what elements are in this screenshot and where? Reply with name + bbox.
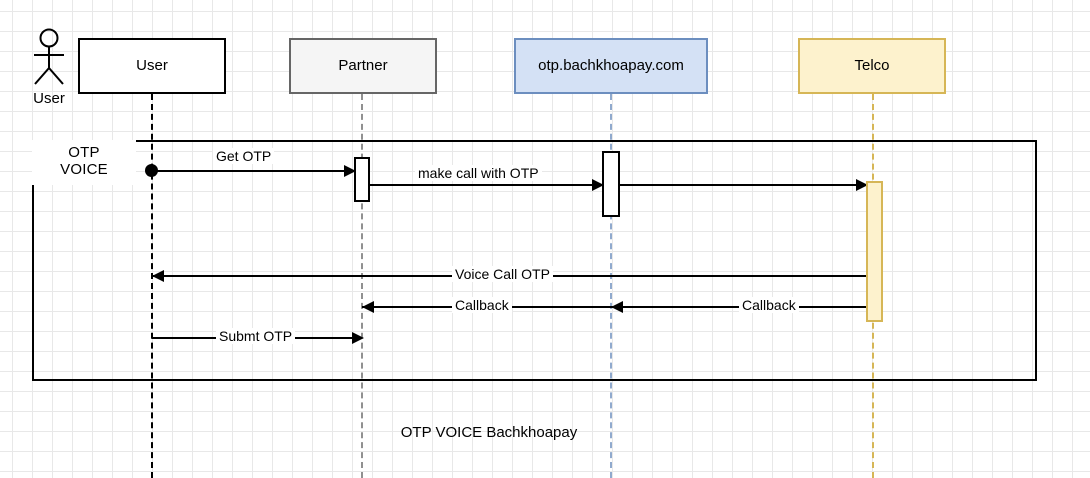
message-line-callback-telco-otp[interactable] — [611, 306, 866, 308]
arrow-head-get-otp — [344, 165, 356, 177]
lifeline-line-partner — [361, 94, 363, 478]
lifeline-header-partner[interactable]: Partner — [289, 38, 437, 94]
activation-bar-otp[interactable] — [602, 151, 620, 217]
lifeline-header-user[interactable]: User — [78, 38, 226, 94]
message-label-get-otp: Get OTP — [213, 148, 275, 164]
fragment-label-tab: OTP VOICE — [32, 140, 136, 185]
arrow-head-callback-telco-otp — [611, 301, 623, 313]
found-message-dot — [145, 164, 158, 177]
activation-bar-partner[interactable] — [354, 157, 370, 202]
lifeline-header-otp[interactable]: otp.bachkhoapay.com — [514, 38, 708, 94]
message-label-submt-otp: Submt OTP — [216, 328, 296, 344]
lifeline-line-otp — [610, 94, 612, 478]
diagram-caption: OTP VOICE Bachkhoapay — [400, 424, 578, 441]
message-line-voice-request[interactable] — [620, 184, 858, 186]
arrow-head-make-call-with-otp — [592, 179, 604, 191]
fragment-label-line1: OTP — [68, 144, 100, 161]
lifeline-label-partner: Partner — [338, 57, 388, 75]
lifeline-header-telco[interactable]: Telco — [798, 38, 946, 94]
lifeline-label-user: User — [136, 57, 168, 75]
lifeline-label-otp: otp.bachkhoapay.com — [538, 57, 684, 75]
stick-figure-actor-icon — [34, 28, 64, 85]
message-line-get-otp[interactable] — [152, 170, 346, 172]
message-label-callback-telco-otp: Callback — [739, 297, 799, 313]
message-line-make-call-with-otp[interactable] — [370, 184, 594, 186]
actor-user[interactable] — [26, 28, 72, 86]
arrow-head-callback-otp-partner — [362, 301, 374, 313]
combined-fragment-frame — [32, 140, 1037, 381]
lifeline-label-telco: Telco — [854, 57, 890, 75]
arrow-head-submt-otp — [352, 332, 364, 344]
message-label-voice-call-otp: Voice Call OTP — [452, 266, 553, 282]
message-label-make-call-with-otp: make call with OTP — [415, 165, 542, 181]
activation-bar-telco[interactable] — [866, 181, 883, 322]
actor-user-label: User — [33, 90, 65, 107]
arrow-head-voice-call-otp — [152, 270, 164, 282]
lifeline-line-user — [151, 94, 153, 478]
arrow-head-voice-request — [856, 179, 868, 191]
fragment-label-line2: VOICE — [60, 161, 108, 178]
message-label-callback-otp-partner: Callback — [452, 297, 512, 313]
